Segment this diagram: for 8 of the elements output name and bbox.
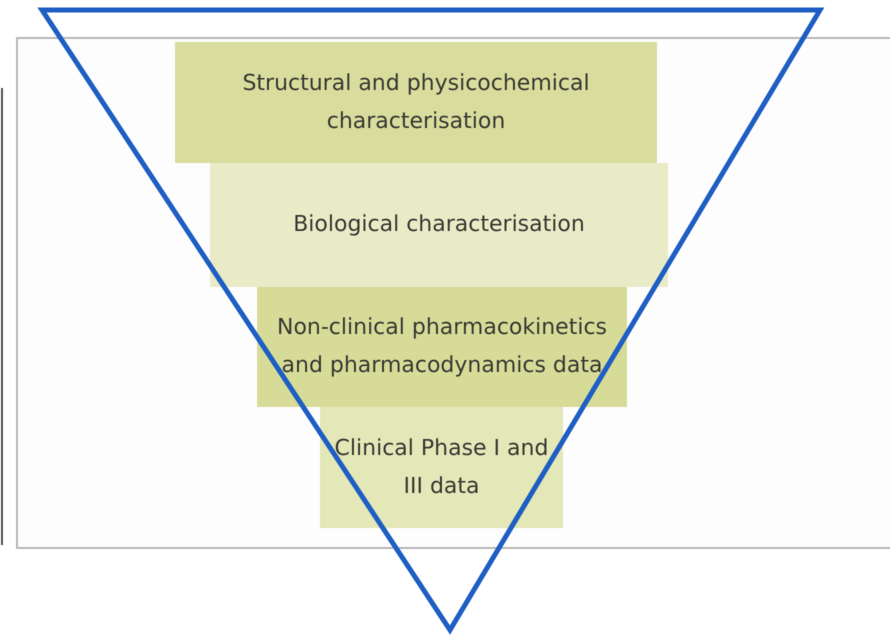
tier-label: Non-clinical pharmacokinetics and pharmacodynamics data [276, 314, 608, 380]
pyramid-tier [320, 407, 563, 528]
pyramid-tier [257, 287, 627, 407]
tier-label: Clinical Phase I and III data [334, 434, 550, 500]
pyramid-tier [210, 163, 668, 287]
tier-label: Structural and physicochemical characterisation [241, 70, 591, 136]
tier-label: Biological characterisation [293, 211, 585, 239]
pyramid-tier [175, 42, 657, 163]
